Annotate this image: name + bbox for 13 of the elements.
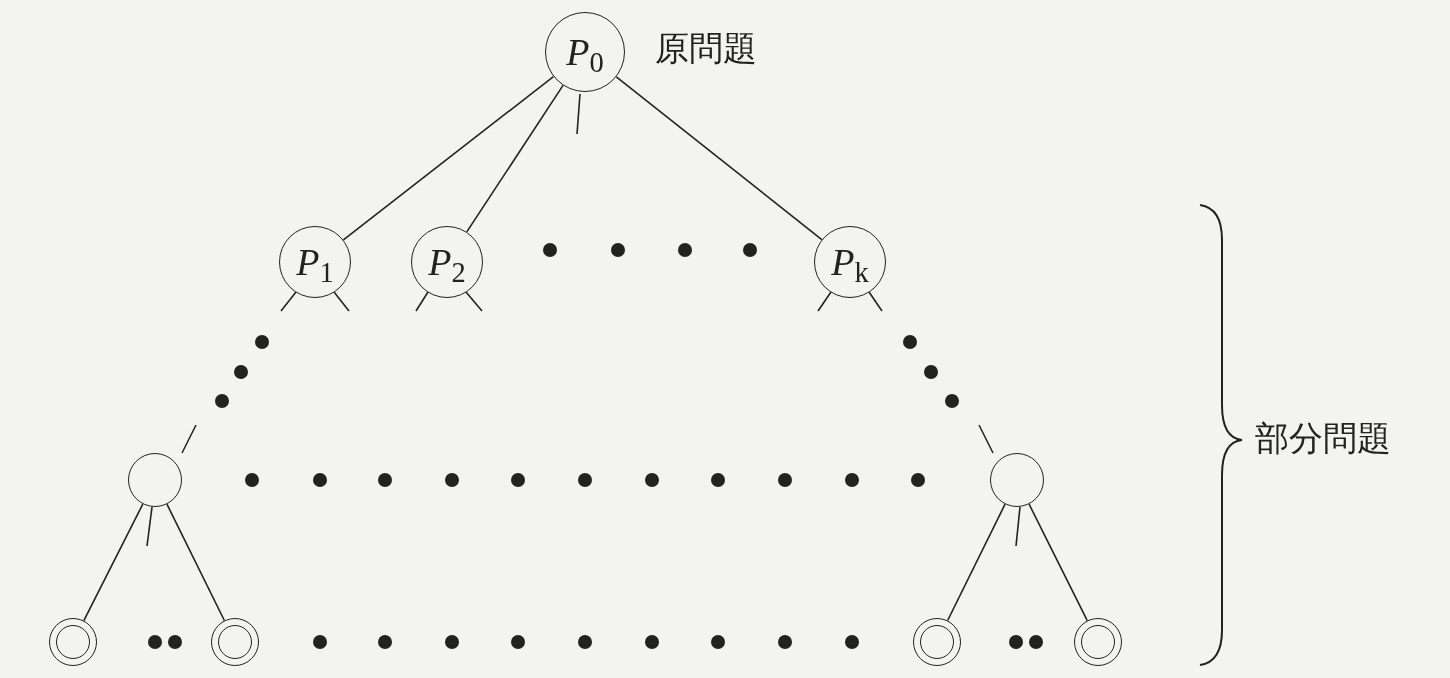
- node-label: P$_{0}$: [566, 33, 604, 71]
- connector-line: [83, 503, 144, 622]
- node-caption: 原問題: [655, 32, 757, 66]
- node-label: P$_{k}$: [831, 243, 869, 281]
- connector-line: [166, 503, 226, 622]
- connector-line: [465, 84, 564, 233]
- group-label: 部分問題: [1255, 422, 1391, 456]
- connector-line: [1028, 503, 1089, 622]
- node-label: P$_{1}$: [296, 243, 334, 281]
- node-label: P$_{2}$: [428, 243, 466, 281]
- connector-line: [342, 75, 555, 241]
- connector-line: [946, 503, 1006, 622]
- connector-line: [615, 76, 823, 241]
